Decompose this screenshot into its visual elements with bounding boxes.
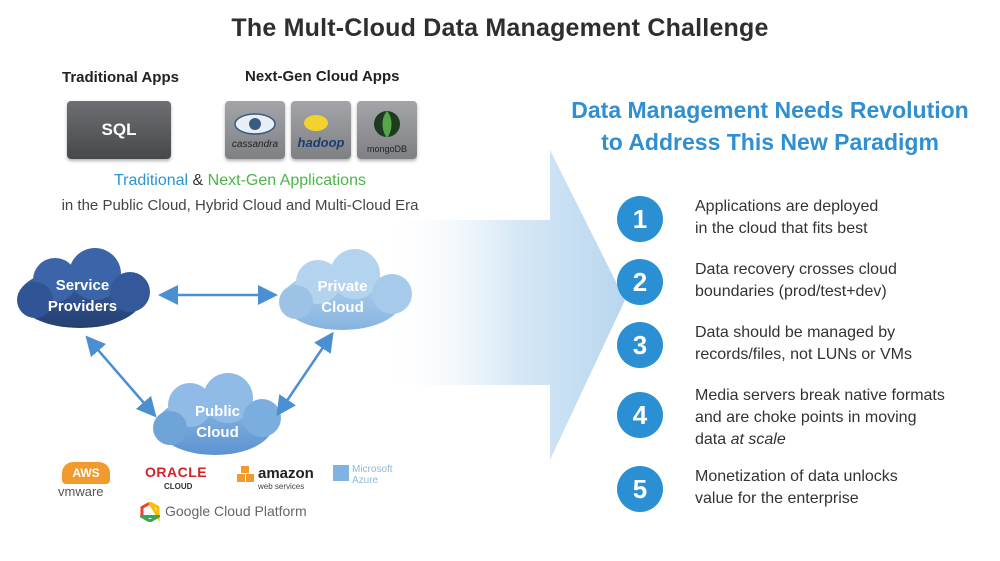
arrow-private-public — [276, 331, 334, 417]
vmware-logo: vmware — [58, 484, 104, 499]
list-item-1: Applications are deployed in the cloud t… — [695, 198, 879, 237]
google-cloud-hexagon-icon — [140, 502, 160, 522]
number-badge-4: 4 — [617, 392, 663, 438]
cassandra-label: cassandra — [231, 138, 279, 150]
azure-icon — [333, 465, 349, 481]
mongodb-leaf-icon — [374, 111, 400, 138]
hadoop-elephant-icon — [304, 114, 328, 131]
arrow-service-public — [85, 335, 157, 418]
hadoop-label: hadoop — [297, 134, 345, 150]
nextgen-apps-header: Next-Gen Cloud Apps — [245, 68, 400, 85]
number-badge-3: 3 — [617, 322, 663, 368]
number-badge-2: 2 — [617, 259, 663, 305]
oracle-logo: ORACLE — [145, 464, 208, 480]
mongodb-label: mongoDB — [366, 144, 408, 154]
list-item-4: Media servers break native formats and a… — [695, 387, 945, 448]
list-item-5: Monetization of data unlocks value for t… — [695, 468, 898, 507]
cloud-diagram — [17, 248, 412, 455]
amazon-boxes-icon — [237, 466, 254, 482]
list-item-3: Data should be managed by records/files,… — [695, 324, 912, 363]
private-cloud — [279, 249, 412, 330]
service-providers-label: Service Providers — [47, 277, 118, 315]
public-cloud — [153, 373, 281, 455]
amazon-web-services-text: web services — [258, 482, 305, 491]
right-heading-line1: Data Management Needs Revolution — [571, 97, 969, 123]
page-title: The Mult-Cloud Data Management Challenge — [231, 14, 769, 42]
google-cloud-platform-logo: Google Cloud Platform — [165, 503, 307, 519]
private-cloud-label: Private Cloud — [317, 278, 368, 316]
cloud-era-line: in the Public Cloud, Hybrid Cloud and Mu… — [61, 197, 419, 214]
cassandra-eye-icon — [234, 112, 276, 135]
ampersand-text: & — [188, 172, 208, 189]
oracle-cloud-text: CLOUD — [164, 482, 193, 491]
sql-label: SQL — [101, 120, 137, 139]
sql-tile: SQL — [67, 101, 171, 159]
hadoop-tile: hadoop — [291, 101, 351, 159]
traditional-apps-header: Traditional Apps — [62, 69, 179, 86]
mongodb-tile: mongoDB — [357, 101, 417, 159]
number-badge-5: 5 — [617, 466, 663, 512]
right-heading-line2: to Address This New Paradigm — [601, 129, 939, 155]
aws-logo: AWS — [62, 462, 110, 484]
traditional-text: Traditional — [114, 172, 189, 189]
number-badge-1: 1 — [617, 196, 663, 242]
cassandra-tile: cassandra — [225, 101, 285, 159]
big-arrow-icon — [380, 150, 625, 460]
azure-logo: Microsoft Azure — [352, 464, 393, 486]
public-cloud-label: Public Cloud — [194, 403, 240, 441]
service-providers-cloud — [17, 248, 150, 328]
nextgen-text: Next-Gen Applications — [207, 172, 366, 189]
amazon-logo: amazon — [258, 465, 314, 482]
list-item-2: Data recovery crosses cloud boundaries (… — [695, 261, 897, 300]
applications-line: Traditional & Next-Gen Applications — [0, 172, 480, 190]
